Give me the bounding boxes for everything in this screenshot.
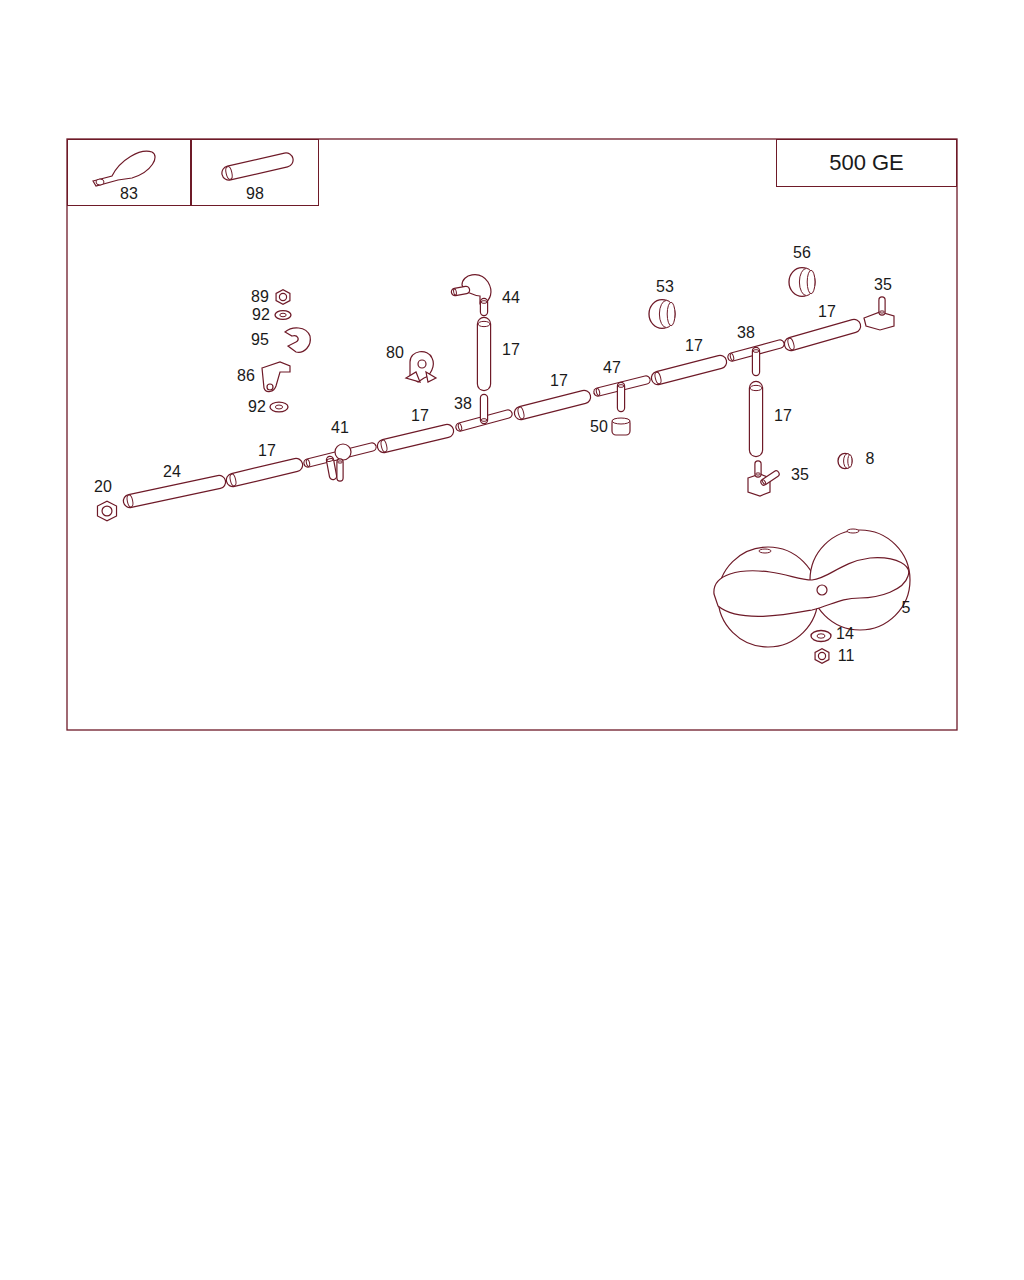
tube (762, 474, 776, 485)
grommet-ring (807, 270, 815, 293)
tube (880, 300, 885, 313)
callout-number: 11 (837, 648, 856, 664)
tube (225, 160, 286, 180)
tube (517, 397, 584, 419)
tube (787, 326, 854, 350)
tube (478, 321, 490, 384)
callout-number: 47 (602, 360, 622, 376)
model-box: 500 GE (776, 139, 957, 187)
callout-number: 35 (873, 277, 893, 293)
callout-number: 5 (901, 600, 912, 616)
callout-number: 44 (501, 290, 521, 306)
callout-number: 17 (501, 342, 521, 358)
grommet (789, 268, 815, 297)
grommet (838, 453, 852, 468)
grommet-ring (848, 455, 852, 468)
tube (756, 464, 761, 475)
tube (229, 465, 296, 486)
callout-number: 95 (250, 332, 270, 348)
part (815, 649, 829, 663)
frame (67, 139, 957, 730)
callout-number: 20 (93, 479, 113, 495)
callout-number: 92 (247, 399, 267, 415)
part (97, 501, 116, 521)
part (406, 372, 420, 382)
callout-number: 17 (773, 408, 793, 424)
callout-number: 86 (236, 368, 256, 384)
cap (612, 419, 630, 435)
washer (270, 402, 288, 412)
grommet-ring (844, 454, 852, 469)
part (418, 360, 426, 368)
legend-cell: 98 (191, 139, 319, 206)
part (714, 558, 909, 617)
callout-number: 92 (251, 307, 271, 323)
washer-hole (275, 405, 282, 409)
callout-number: 17 (410, 408, 430, 424)
part (864, 312, 894, 330)
legend-cell: 83 (67, 139, 191, 206)
grommet-ring (667, 302, 675, 325)
callout-number: 17 (684, 338, 704, 354)
tube (750, 385, 762, 450)
tube (380, 431, 447, 452)
part (818, 652, 825, 659)
washer-hole (817, 634, 825, 638)
tube (453, 289, 466, 295)
part (262, 362, 290, 392)
callout-number: 83 (68, 186, 190, 202)
callout-number: 80 (385, 345, 405, 361)
tube (654, 362, 720, 384)
callout-number: 38 (736, 325, 756, 341)
callout-number: 89 (250, 289, 270, 305)
callout-number: 50 (589, 419, 609, 435)
callout-number: 53 (655, 279, 675, 295)
callout-number: 98 (192, 186, 318, 202)
tube (338, 461, 343, 478)
part (335, 444, 351, 460)
part (93, 151, 155, 186)
callout-number: 14 (835, 626, 855, 642)
callout-number: 56 (792, 245, 812, 261)
callout-number: 24 (162, 464, 182, 480)
part (267, 384, 273, 390)
tube (126, 482, 219, 507)
washer (811, 631, 831, 642)
part (285, 328, 310, 352)
grommet (649, 300, 675, 329)
callout-number: 17 (817, 304, 837, 320)
callout-number: 38 (453, 396, 473, 412)
part (276, 290, 290, 304)
callout-number: 17 (257, 443, 277, 459)
callout-number: 41 (330, 420, 350, 436)
washer-hole (280, 313, 286, 317)
tube (327, 458, 333, 476)
tube (753, 350, 759, 372)
tube (481, 398, 487, 421)
part (817, 585, 827, 595)
model-name: 500 GE (777, 152, 956, 174)
tube (618, 385, 624, 408)
tube (481, 301, 487, 312)
washer (275, 311, 291, 320)
callout-number: 17 (549, 373, 569, 389)
callout-number: 35 (790, 467, 810, 483)
part (426, 372, 436, 382)
callout-number: 8 (865, 451, 876, 467)
part (102, 506, 112, 516)
part (279, 293, 286, 300)
